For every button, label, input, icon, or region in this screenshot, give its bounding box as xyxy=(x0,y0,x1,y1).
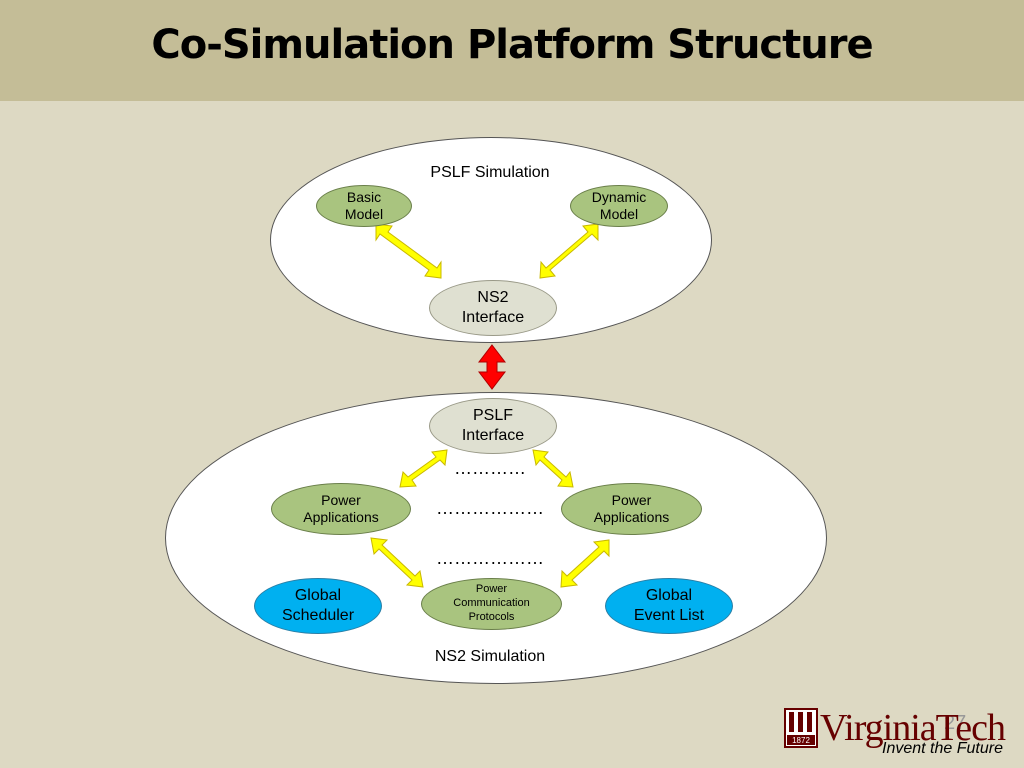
power-communication-protocols-node: Power Communication Protocols xyxy=(421,578,562,630)
svg-text:1872: 1872 xyxy=(792,736,810,745)
pslf-interface-node: PSLF Interface xyxy=(429,398,557,454)
arrow-dynamic-ns2 xyxy=(539,223,599,279)
power-communication-protocols-label: Power Communication Protocols xyxy=(453,583,530,623)
power-applications-right-label: Power Applications xyxy=(593,491,670,526)
power-applications-left-label: Power Applications xyxy=(303,491,379,526)
ns2-simulation-label: NS2 Simulation xyxy=(434,648,546,665)
ellipsis-dots-top: ………… xyxy=(454,458,526,478)
arrow-pslf-ns2-link xyxy=(477,344,507,390)
global-scheduler-label: Global Scheduler xyxy=(281,587,355,624)
vt-shield-icon: 1872 xyxy=(784,708,818,748)
arrow-pslf-apps-right xyxy=(532,449,574,488)
vt-wordmark: VirginiaTech xyxy=(820,707,1006,749)
vt-tagline: Invent the Future xyxy=(882,740,1003,757)
power-applications-left-node: Power Applications xyxy=(271,483,411,535)
power-applications-right-node: Power Applications xyxy=(561,483,702,535)
title-bar xyxy=(0,0,1024,101)
global-event-list-node: Global Event List xyxy=(605,578,733,634)
global-scheduler-node: Global Scheduler xyxy=(254,578,382,634)
virginia-tech-logo: 1872 VirginiaTech Invent the Future xyxy=(784,706,1020,762)
arrow-pslf-apps-left xyxy=(399,449,448,488)
slide-number: 27 xyxy=(944,712,967,734)
basic-model-node: Basic Model xyxy=(316,185,412,227)
arrow-apps-left-comm xyxy=(370,537,424,588)
global-event-list-label: Global Event List xyxy=(633,587,705,624)
ns2-interface-node: NS2 Interface xyxy=(429,280,557,336)
ns2-interface-label: NS2 Interface xyxy=(461,289,525,326)
pslf-interface-label: PSLF Interface xyxy=(461,407,525,444)
pslf-simulation-label: PSLF Simulation xyxy=(430,164,550,181)
dynamic-model-node: Dynamic Model xyxy=(570,185,668,227)
dynamic-model-label: Dynamic Model xyxy=(591,188,647,223)
basic-model-label: Basic Model xyxy=(344,188,384,223)
arrow-basic-ns2 xyxy=(375,223,442,279)
ellipsis-dots-lower: ……………… xyxy=(436,548,544,568)
ellipsis-dots-middle: ……………… xyxy=(436,498,544,518)
arrow-apps-right-comm xyxy=(560,539,610,588)
slide-title: Co-Simulation Platform Structure xyxy=(151,22,873,68)
